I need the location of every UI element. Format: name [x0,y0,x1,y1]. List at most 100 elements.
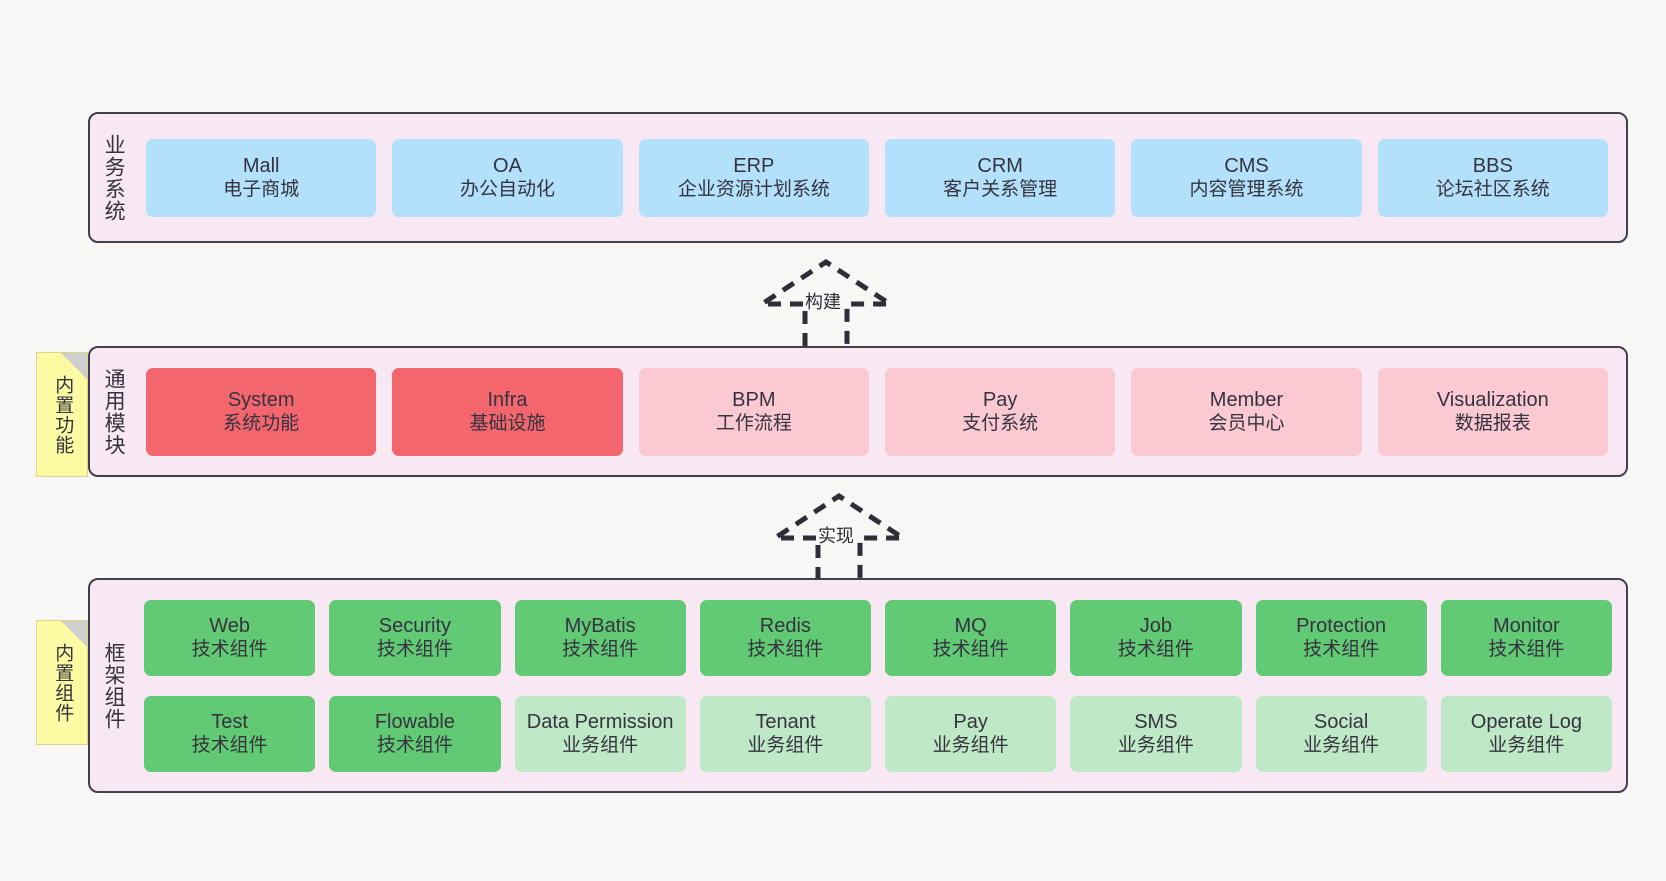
card-security[interactable]: Security 技术组件 [329,599,501,676]
card-job[interactable]: Job 技术组件 [1070,599,1242,676]
card-web[interactable]: Web 技术组件 [144,599,316,676]
card-subtitle: 技术组件 [376,639,453,661]
note-fold-icon [61,353,87,379]
relation-implement: 实现 [766,492,920,580]
card-title: System [227,388,295,411]
card-title: ERP [733,154,775,177]
card-title: Protection [1296,614,1387,637]
card-subtitle: 内容管理系统 [1189,179,1304,201]
card-title: Test [211,710,248,733]
note-builtin-component[interactable]: 内置组件 [36,620,88,745]
card-pay[interactable]: Pay 支付系统 [884,367,1116,456]
card-data-permission[interactable]: Data Permission 业务组件 [514,695,686,772]
card-monitor[interactable]: Monitor 技术组件 [1440,599,1612,676]
card-title: Member [1209,388,1284,411]
card-subtitle: 会员中心 [1208,413,1285,435]
card-title: Monitor [1493,614,1560,637]
card-title: Job [1139,614,1172,637]
card-title: Web [209,614,250,637]
card-subtitle: 基础设施 [469,413,546,435]
card-cms[interactable]: CMS 内容管理系统 [1131,138,1362,217]
card-title: BPM [732,388,776,411]
card-subtitle: 技术组件 [191,639,268,661]
card-social[interactable]: Social 业务组件 [1255,695,1427,772]
card-subtitle: 业务组件 [562,735,639,757]
layer-framework-component: 框架组件 Web 技术组件 Security 技术组件 MyBatis 技术组件… [88,578,1628,793]
framework-row-business: Test 技术组件 Flowable 技术组件 Data Permission … [144,695,1612,772]
relation-build-label: 构建 [805,292,841,312]
card-mybatis[interactable]: MyBatis 技术组件 [514,599,686,676]
card-title: BBS [1472,154,1513,177]
card-oa[interactable]: OA 办公自动化 [392,138,623,217]
relation-build: 构建 [753,258,907,346]
card-protection[interactable]: Protection 技术组件 [1255,599,1427,676]
card-title: OA [493,154,522,177]
card-subtitle: 业务组件 [747,735,824,757]
card-subtitle: 技术组件 [932,639,1009,661]
card-infra[interactable]: Infra 基础设施 [392,367,623,456]
card-subtitle: 业务组件 [1117,735,1194,757]
card-mq[interactable]: MQ 技术组件 [885,599,1057,676]
card-flowable[interactable]: Flowable 技术组件 [329,695,501,772]
card-pay-component[interactable]: Pay 业务组件 [885,695,1057,772]
card-subtitle: 办公自动化 [459,179,555,201]
card-subtitle: 电子商城 [223,179,300,201]
card-subtitle: 企业资源计划系统 [677,179,830,201]
card-title: Security [378,614,451,637]
layer-title-business-system: 业务系统 [102,133,126,222]
card-subtitle: 数据报表 [1454,413,1531,435]
card-visualization[interactable]: Visualization 数据报表 [1377,367,1608,456]
note-builtin-component-label: 内置组件 [52,642,74,723]
card-mall[interactable]: Mall 电子商城 [146,138,377,217]
relation-build-arrow-icon [753,259,899,346]
note-builtin-feature[interactable]: 内置功能 [36,352,88,477]
card-subtitle: 技术组件 [191,735,268,757]
card-test[interactable]: Test 技术组件 [144,695,316,772]
card-subtitle: 业务组件 [932,735,1009,757]
relation-implement-label: 实现 [818,526,854,546]
card-member[interactable]: Member 会员中心 [1131,367,1362,456]
layer-common-module: 通用模块 System 系统功能 Infra 基础设施 BPM 工作流程 Pay… [88,346,1628,477]
card-sms[interactable]: SMS 业务组件 [1070,695,1242,772]
card-subtitle: 论坛社区系统 [1435,179,1550,201]
card-crm[interactable]: CRM 客户关系管理 [884,138,1116,217]
card-subtitle: 技术组件 [747,639,824,661]
card-title: Tenant [755,710,816,733]
card-title: CMS [1224,154,1269,177]
layer-title-common-module: 通用模块 [102,367,126,456]
card-subtitle: 技术组件 [376,735,453,757]
card-subtitle: 支付系统 [962,413,1039,435]
card-redis[interactable]: Redis 技术组件 [699,599,871,676]
card-subtitle: 客户关系管理 [943,179,1058,201]
card-subtitle: 业务组件 [1488,735,1565,757]
layer-body-framework-component: Web 技术组件 Security 技术组件 MyBatis 技术组件 Redi… [136,580,1626,791]
card-subtitle: 工作流程 [715,413,792,435]
layer-body-common-module: System 系统功能 Infra 基础设施 BPM 工作流程 Pay 支付系统… [136,348,1626,475]
card-title: Data Permission [526,710,674,733]
card-title: Pay [953,710,988,733]
card-title: MyBatis [564,614,636,637]
card-subtitle: 系统功能 [223,413,300,435]
card-system[interactable]: System 系统功能 [146,367,377,456]
note-fold-icon [61,621,87,647]
card-tenant[interactable]: Tenant 业务组件 [699,695,871,772]
card-erp[interactable]: ERP 企业资源计划系统 [638,138,869,217]
card-title: SMS [1134,710,1178,733]
card-subtitle: 业务组件 [1303,735,1380,757]
card-title: Infra [487,388,528,411]
note-builtin-feature-label: 内置功能 [52,374,74,455]
card-title: Flowable [374,710,455,733]
card-title: Redis [759,614,811,637]
card-bpm[interactable]: BPM 工作流程 [638,367,869,456]
layer-business-system: 业务系统 Mall 电子商城 OA 办公自动化 ERP 企业资源计划系统 CRM… [88,112,1628,243]
layer-body-business-system: Mall 电子商城 OA 办公自动化 ERP 企业资源计划系统 CRM 客户关系… [136,114,1626,241]
card-title: Visualization [1436,388,1549,411]
card-title: Mall [242,154,280,177]
card-bbs[interactable]: BBS 论坛社区系统 [1377,138,1608,217]
relation-implement-arrow-icon [766,493,912,580]
card-operate-log[interactable]: Operate Log 业务组件 [1440,695,1612,772]
card-title: Social [1313,710,1369,733]
card-subtitle: 技术组件 [1488,639,1565,661]
framework-row-technical: Web 技术组件 Security 技术组件 MyBatis 技术组件 Redi… [144,599,1612,676]
